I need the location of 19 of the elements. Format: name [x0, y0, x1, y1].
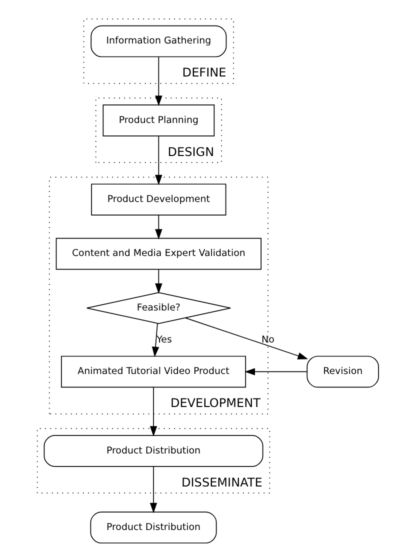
arrow	[155, 56, 162, 106]
arrow	[155, 214, 162, 240]
node-box: Product Distribution	[44, 435, 264, 467]
arrow	[185, 318, 308, 360]
node-diamond: Feasible?	[86, 292, 231, 324]
node-box: Product Development	[91, 184, 226, 216]
node-box: Content and Media Expert Validation	[56, 238, 262, 270]
arrow	[152, 323, 160, 358]
arrow	[150, 466, 158, 514]
node-box: Product Distribution	[90, 512, 217, 544]
node-box: Revision	[306, 356, 379, 388]
arrow	[150, 387, 158, 436]
arrow	[155, 136, 162, 186]
arrow	[244, 368, 308, 376]
edge-label: Yes	[156, 334, 172, 346]
arrow	[155, 269, 162, 294]
node-box: Product Planning	[102, 104, 215, 136]
node-box: Information Gathering	[90, 25, 227, 58]
node-box: Animated Tutorial Video Product	[61, 356, 246, 388]
